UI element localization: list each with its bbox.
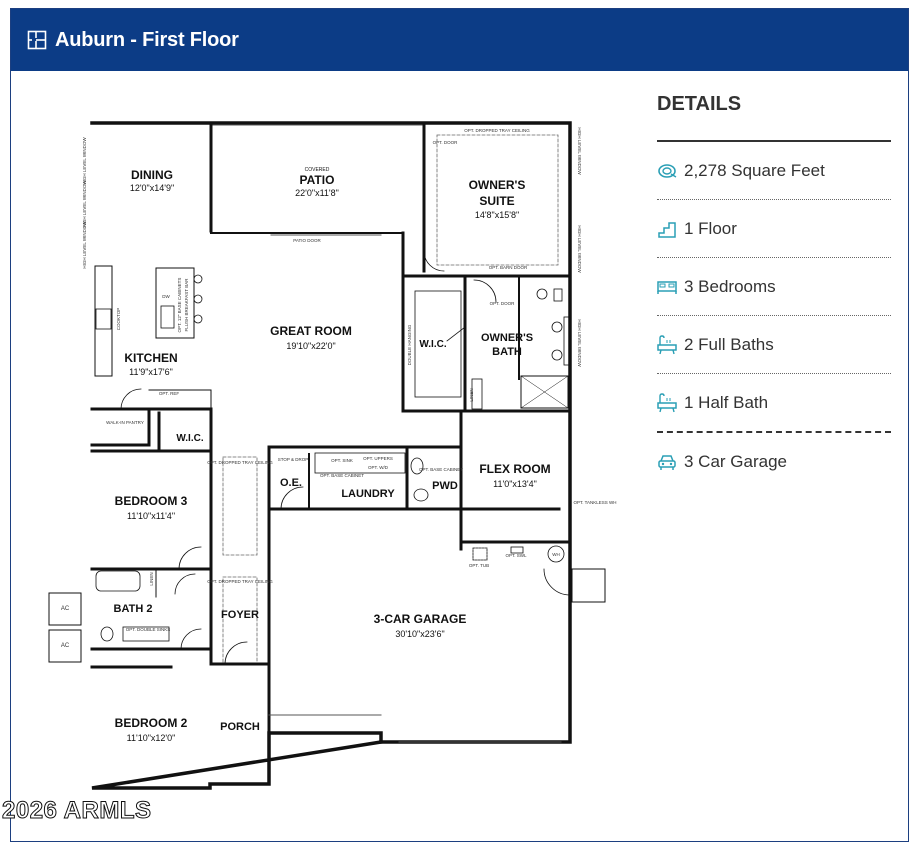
note-dw: DW [162, 294, 170, 299]
note-opt-uppers: OPT. UPPERS [363, 456, 393, 461]
detail-bedrooms: 3 Bedrooms [657, 258, 891, 316]
detail-full-baths: 2 Full Baths [657, 316, 891, 374]
note-opt-base-cabinet-pwd: OPT. BASE CABINET [419, 467, 463, 472]
detail-bedrooms-text: 3 Bedrooms [684, 276, 776, 296]
room-size-dining: 12'0"x14'9" [130, 183, 174, 193]
note-linen-bath2: LINEN [149, 572, 154, 585]
note-window-1: HIGH LEVEL WINDOW [82, 137, 87, 185]
note-opt-tub: OPT. TUB [469, 563, 489, 568]
floorplan-panel: Auburn - First Floor [10, 8, 909, 842]
room-label-bath2: BATH 2 [114, 603, 153, 615]
note-window-6: HIGH LEVEL WINDOW [577, 319, 582, 367]
note-double-hanging: DOUBLE HANGING [407, 324, 412, 365]
stairs-icon [657, 219, 677, 239]
note-stop-drop: STOP & DROP [278, 457, 309, 462]
room-size-kitchen: 11'9"x17'6" [129, 367, 173, 377]
room-label-patio: PATIO [300, 173, 335, 187]
room-label-foyer: FOYER [221, 609, 259, 621]
note-window-4: HIGH LEVEL WINDOW [577, 127, 582, 175]
room-label-garage: 3-CAR GARAGE [374, 612, 467, 626]
room-label-flex-room: FLEX ROOM [479, 462, 550, 476]
room-size-garage: 30'10"x23'6" [395, 629, 444, 639]
bath-icon [657, 392, 677, 413]
room-size-bedroom3: 11'10"x11'4" [127, 511, 175, 521]
garage-icon [657, 452, 677, 472]
detail-garage-text: 3 Car Garage [684, 451, 787, 471]
note-window-2: HIGH LEVEL WINDOW [82, 180, 87, 228]
detail-floors-text: 1 Floor [684, 218, 737, 238]
room-label-great-room: GREAT ROOM [270, 324, 352, 338]
panel-header: Auburn - First Floor [11, 9, 908, 71]
details-heading: DETAILS [657, 93, 891, 142]
detail-floors: 1 Floor [657, 200, 891, 258]
note-foyer-tray: OPT. DROPPED TRAY CEILING [207, 579, 273, 584]
note-double-sinks: OPT. DOUBLE SINKS [126, 627, 171, 632]
room-label-owners-suite-2: SUITE [479, 194, 514, 208]
note-base-cabinets: OPT. 12" BASE CABINETS [177, 278, 182, 333]
room-size-patio: 22'0"x11'8" [295, 188, 339, 198]
room-label-wic: W.I.C. [176, 433, 203, 444]
detail-full-baths-text: 2 Full Baths [684, 334, 774, 354]
note-opt-wd: OPT. W/D [368, 465, 389, 470]
note-hall-tray: OPT. DROPPED TRAY CEILING [207, 460, 273, 465]
note-window-5: HIGH LEVEL WINDOW [577, 225, 582, 273]
note-opt-base-cabinet: OPT. BASE CABINET [320, 473, 364, 478]
room-label-oe: O.E. [280, 477, 302, 489]
note-ac-2: AC [61, 643, 70, 649]
sqft-icon [657, 161, 677, 181]
room-label-kitchen: KITCHEN [124, 351, 177, 365]
room-size-flex-room: 11'0"x13'4" [493, 479, 537, 489]
note-opt-swl: OPT. SWL [505, 553, 527, 558]
detail-sqft-text: 2,278 Square Feet [684, 160, 825, 180]
note-barn-door: OPT. BARN DOOR [489, 265, 528, 270]
note-window-3: HIGH LEVEL WINDOW [82, 221, 87, 269]
floor-plan-drawing: DINING 12'0"x14'9" COVERED PATIO 22'0"x1… [48, 121, 617, 790]
detail-half-bath: 1 Half Bath [657, 374, 891, 433]
note-linen-owner: LINEN [469, 388, 474, 401]
detail-sqft: 2,278 Square Feet [657, 142, 891, 200]
note-walk-in-pantry: WALK-IN PANTRY [106, 420, 144, 425]
detail-half-bath-text: 1 Half Bath [684, 392, 769, 412]
note-owner-tray: OPT. DROPPED TRAY CEILING [464, 128, 530, 133]
copyright-watermark: 2026 ARMLS [2, 797, 152, 825]
note-opt-door-suite: OPT. DOOR [433, 140, 459, 145]
room-label-bedroom3: BEDROOM 3 [115, 494, 188, 508]
note-cooktop: COOKTOP [116, 308, 121, 330]
detail-garage: 3 Car Garage [657, 433, 891, 490]
note-opt-ref: OPT. REF [159, 391, 180, 396]
note-patio-door: PATIO DOOR [293, 238, 321, 243]
room-size-great-room: 19'10"x22'0" [286, 341, 335, 351]
note-opt-tankless: OPT. TANKLESS WH [573, 500, 616, 505]
room-label-laundry: LAUNDRY [341, 488, 395, 500]
room-label-owner-wic: W.I.C. [419, 339, 446, 350]
room-size-owners-suite: 14'8"x15'8" [475, 210, 519, 220]
room-label-owners-bath-2: BATH [492, 346, 522, 358]
patio-sub-label: COVERED [305, 167, 330, 173]
room-label-porch: PORCH [220, 721, 260, 733]
room-label-pwd: PWD [432, 480, 458, 492]
room-label-dining: DINING [131, 168, 173, 182]
note-breakfast-bar: FLUSH BREAKFAST BAR [184, 278, 189, 332]
bath-icon [657, 334, 677, 355]
note-ac-1: AC [61, 606, 70, 612]
note-opt-sink: OPT. SINK [331, 458, 353, 463]
room-size-bedroom2: 11'10"x12'0" [127, 733, 176, 743]
room-label-owners-suite-1: OWNER'S [469, 178, 526, 192]
note-wh: WH [552, 552, 560, 557]
floorplan-icon [27, 30, 47, 50]
room-label-bedroom2: BEDROOM 2 [115, 716, 188, 730]
bed-icon [657, 277, 677, 297]
room-label-owners-bath-1: OWNER'S [481, 332, 533, 344]
note-opt-door-bath: OPT. DOOR [490, 301, 516, 306]
page-title: Auburn - First Floor [55, 28, 239, 51]
details-panel: DETAILS 2,278 Square Feet 1 Floor 3 Bedr… [657, 93, 891, 490]
